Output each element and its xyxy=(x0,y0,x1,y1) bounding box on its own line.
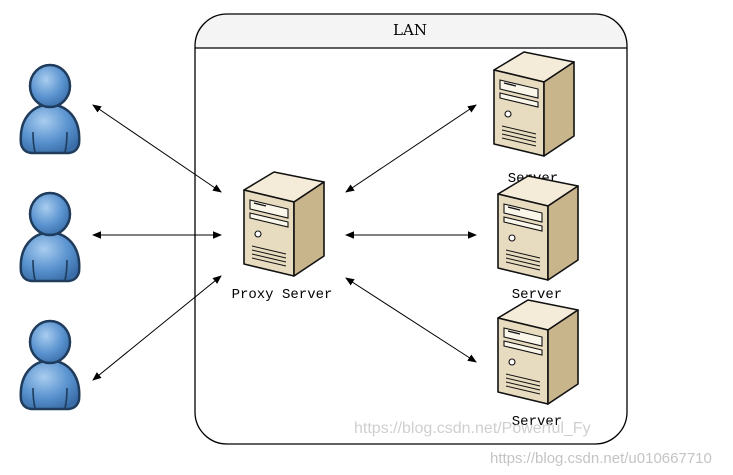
proxy-server-label: Proxy Server xyxy=(232,287,333,303)
server-icon xyxy=(497,175,579,281)
server-label: Server xyxy=(512,414,562,430)
lan-boundary xyxy=(194,13,628,445)
watermark-1: https://blog.csdn.net/Powerful_Fy xyxy=(354,420,591,437)
client-2 xyxy=(19,191,81,283)
proxy-server: Proxy Server xyxy=(232,171,333,303)
server-3: Server xyxy=(497,299,579,430)
user-icon xyxy=(19,191,81,283)
lan-title: LAN xyxy=(393,21,427,39)
connections xyxy=(92,104,477,381)
server-1: Server xyxy=(493,51,575,187)
arrow-client3-proxy xyxy=(92,275,222,381)
server-2: Server xyxy=(497,175,579,303)
server-icon xyxy=(243,171,325,277)
server-label: Server xyxy=(512,287,562,303)
arrow-client1-proxy xyxy=(92,104,222,193)
client-1 xyxy=(19,63,81,155)
client-3 xyxy=(19,319,81,411)
user-icon xyxy=(19,63,81,155)
watermark-2: https://blog.csdn.net/u010667710 xyxy=(490,450,712,467)
lan-header-bar xyxy=(195,14,627,48)
arrow-proxy-server3 xyxy=(345,277,477,363)
arrow-proxy-server1 xyxy=(345,104,477,193)
server-icon xyxy=(493,51,575,157)
lan-container: LAN xyxy=(194,13,628,445)
server-icon xyxy=(497,299,579,405)
user-icon xyxy=(19,319,81,411)
